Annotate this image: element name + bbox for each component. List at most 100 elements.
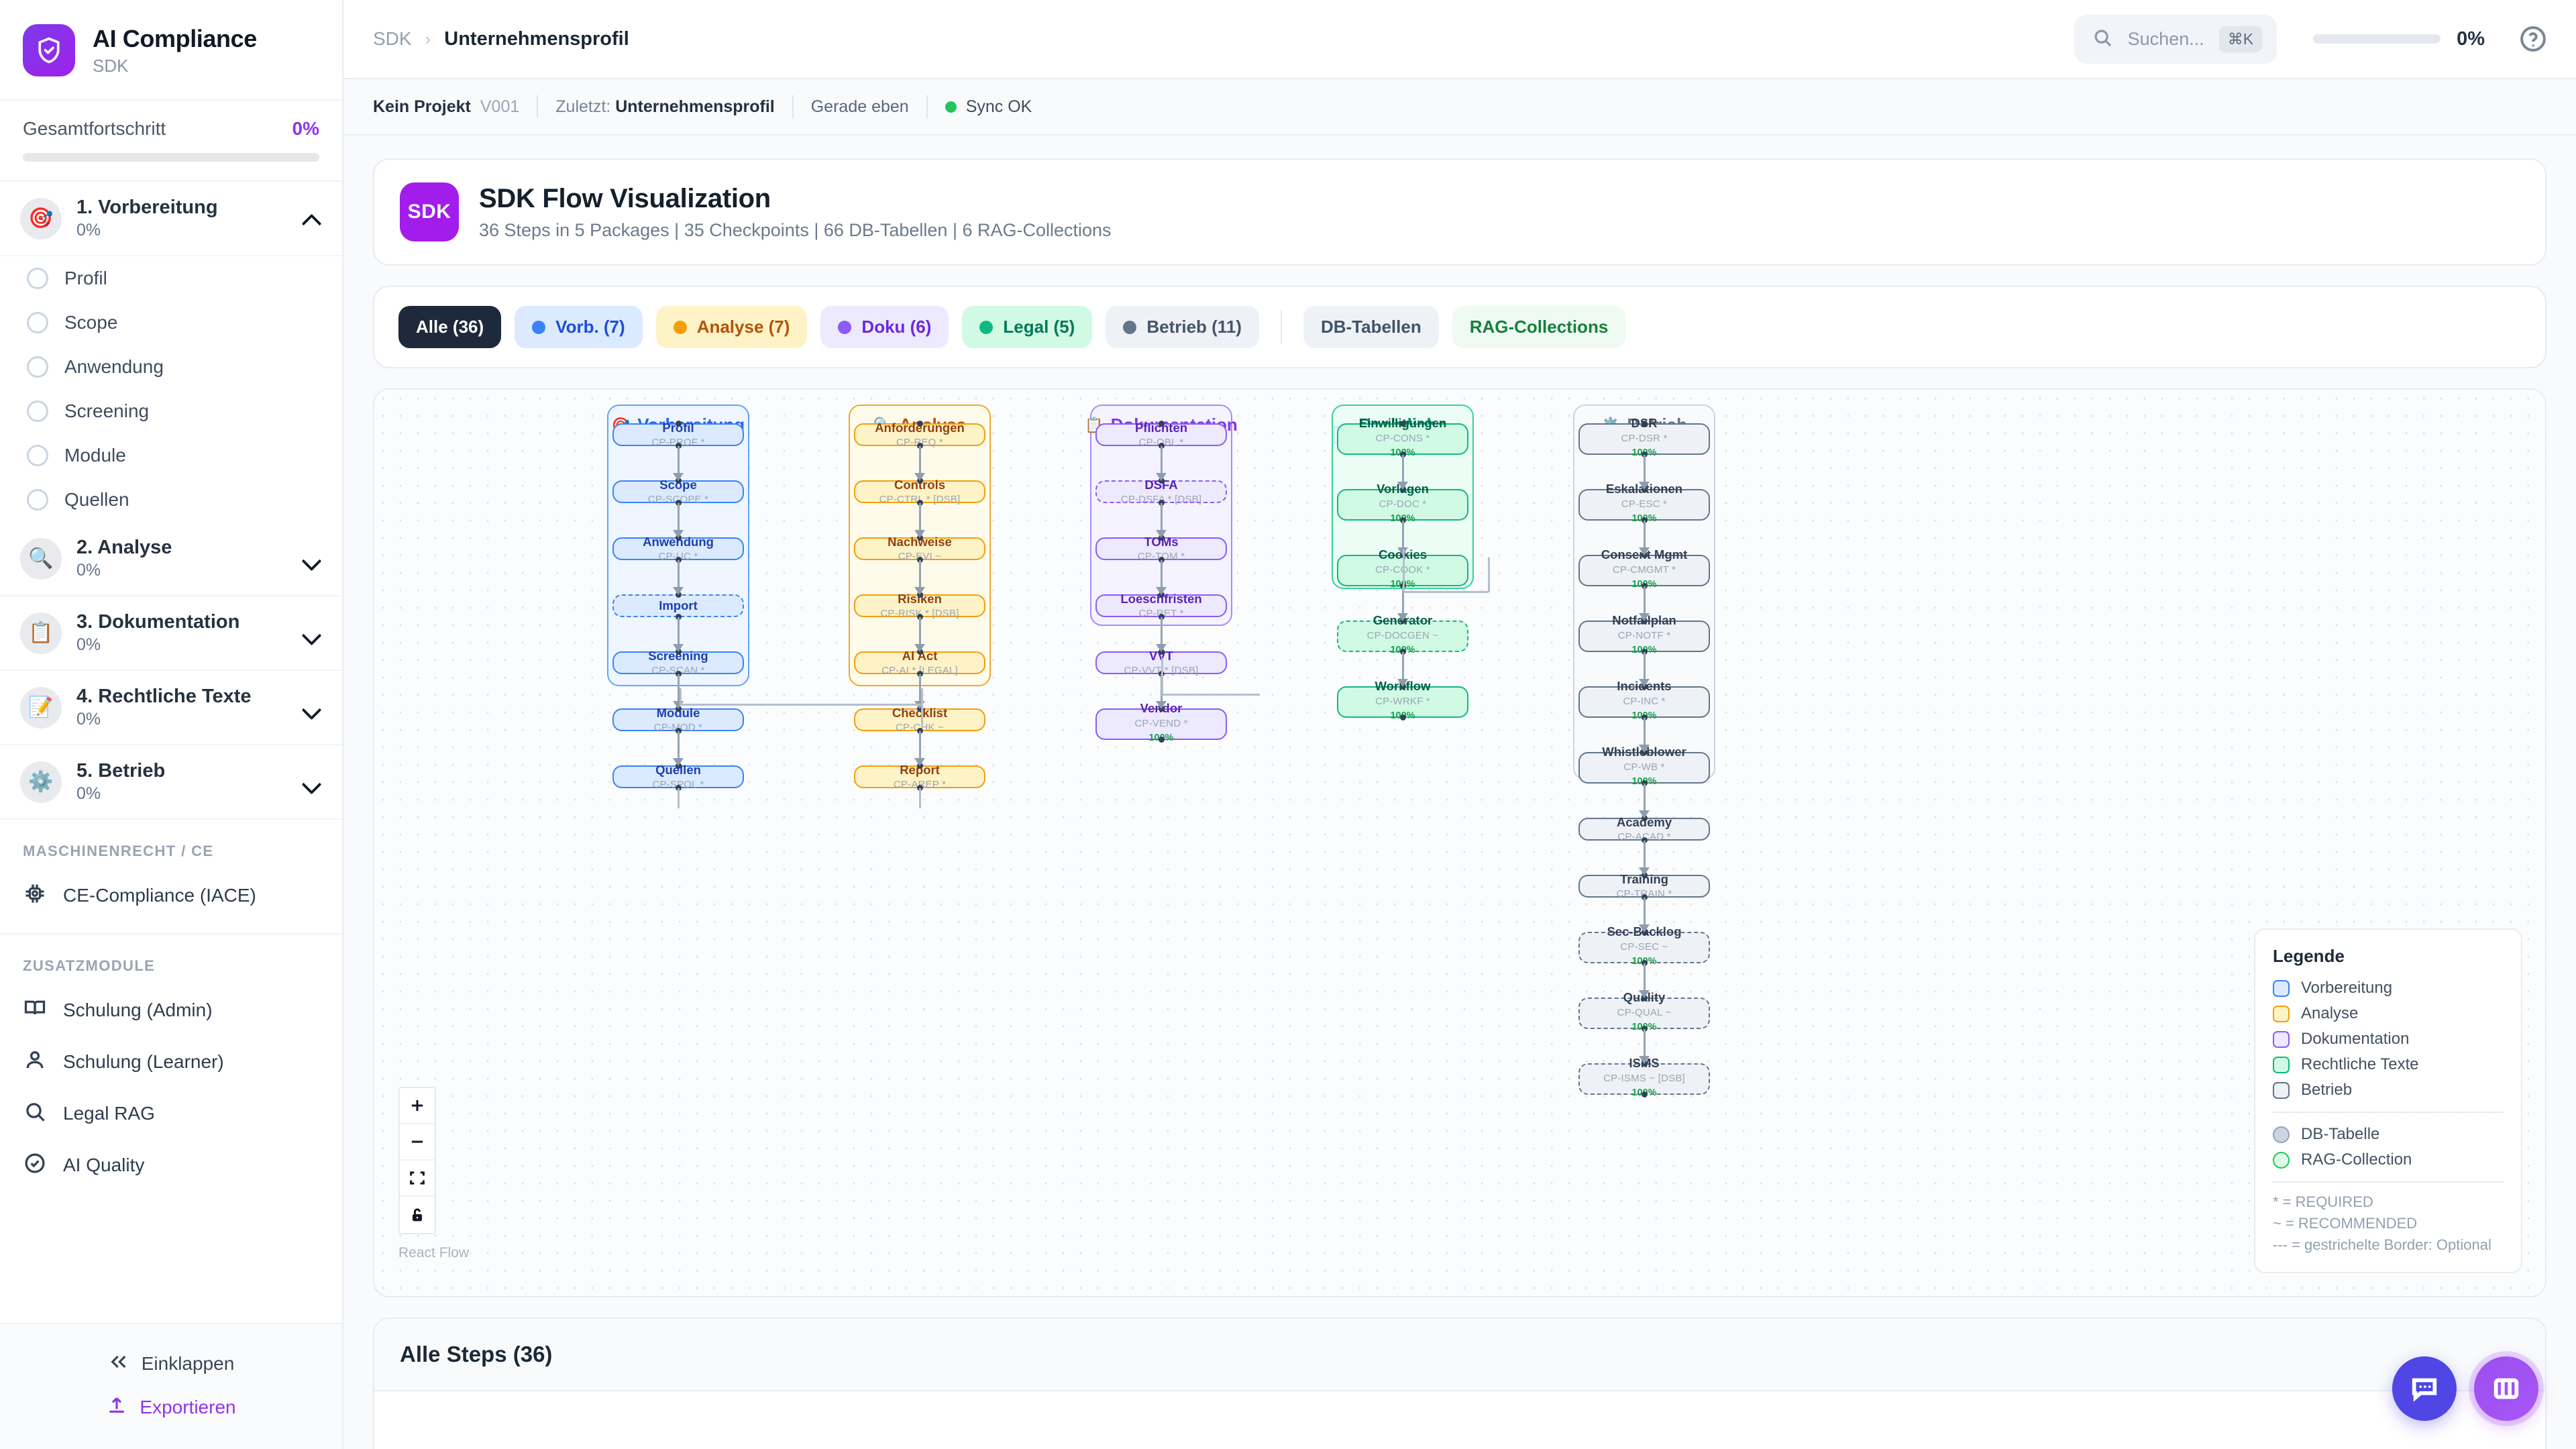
node-handle-bottom (1399, 714, 1406, 720)
flow-node-sec-backlog[interactable]: Sec-BacklogCP-SEC ~100% (1578, 924, 1710, 967)
sidebar-item-screening[interactable]: Screening (0, 389, 342, 433)
clipboard-icon: 📋 (20, 612, 62, 654)
flow-edge-arrow (914, 644, 925, 652)
filter-chip-extra-1[interactable]: RAG-Collections (1452, 306, 1626, 348)
chevron-up-icon[interactable] (302, 213, 322, 225)
sidebar-item-anwendung[interactable]: Anwendung (0, 345, 342, 389)
flow-edge-arrow (1639, 1056, 1650, 1064)
node-code: CP-CMGMT * (1612, 564, 1676, 576)
node-handle-bottom (916, 500, 923, 506)
export-button[interactable]: Exportieren (0, 1385, 342, 1429)
flow-edge-arrow (1639, 867, 1650, 875)
flow-node-generator[interactable]: GeneratorCP-DOCGEN ~100% (1337, 613, 1468, 655)
sidebar-item-profil[interactable]: Profil (0, 256, 342, 301)
sidebar-item-quellen[interactable]: Quellen (0, 478, 342, 522)
sidebar-phase-rechtliche-texte[interactable]: 📝 4. Rechtliche Texte 0% (0, 671, 342, 745)
sidebar-item-label: Screening (64, 400, 150, 421)
flow-node-isms[interactable]: ISMSCP-ISMS ~ [DSB]100% (1578, 1056, 1710, 1098)
flow-edge (677, 674, 680, 702)
legend-note-1: ~ = RECOMMENDED (2273, 1215, 2418, 1232)
filter-chip-5[interactable]: Betrieb (11) (1106, 306, 1259, 348)
sidebar-item-schulung-learner[interactable]: Schulung (Learner) (0, 1036, 342, 1087)
search-placeholder: Suchen... (2127, 28, 2204, 49)
phase-percent: 0% (76, 221, 101, 239)
chevron-down-icon[interactable] (302, 776, 322, 788)
node-code: CP-SEC ~ (1620, 941, 1668, 953)
flow-node-whistleblower[interactable]: WhistleblowerCP-WB *100% (1578, 745, 1710, 787)
flow-edge (677, 617, 680, 645)
node-title: Report (900, 762, 940, 777)
chevron-down-icon[interactable] (302, 627, 322, 639)
search-icon (23, 1099, 47, 1127)
filter-chip-extra-0[interactable]: DB-Tabellen (1303, 306, 1439, 348)
chevron-down-icon[interactable] (302, 702, 322, 714)
flow-node-einwilligungen[interactable]: EinwilligungenCP-CONS *100% (1337, 416, 1468, 458)
flow-edge-arrow (1639, 810, 1650, 818)
flow-node-quality[interactable]: QualityCP-QUAL ~100% (1578, 990, 1710, 1032)
help-circle-icon[interactable] (2518, 24, 2548, 54)
flow-node-incidents[interactable]: IncidentsCP-INC *100% (1578, 679, 1710, 721)
sidebar-phase-vorbereitung[interactable]: 🎯 1. Vorbereitung 0% (0, 182, 342, 256)
sidebar-phase-betrieb[interactable]: ⚙️ 5. Betrieb 0% (0, 745, 342, 820)
zoom-out-button[interactable] (400, 1124, 435, 1161)
fit-view-icon[interactable] (400, 1161, 435, 1197)
flow-edge-arrow (1639, 924, 1650, 932)
sync-label: Sync OK (965, 97, 1032, 116)
node-handle-bottom (1158, 443, 1165, 449)
chevrons-left-icon (108, 1351, 129, 1376)
flow-node-vorlagen[interactable]: VorlagenCP-DOC *100% (1337, 482, 1468, 524)
node-title: Profil (662, 420, 694, 435)
node-handle-bottom (1641, 1091, 1648, 1097)
filter-chip-1[interactable]: Vorb. (7) (515, 306, 643, 348)
node-code: CP-TRAIN * (1616, 888, 1672, 900)
flow-node-workflow[interactable]: WorkflowCP-WRKF *100% (1337, 679, 1468, 721)
chevron-down-icon[interactable] (302, 553, 322, 565)
lock-icon[interactable] (400, 1197, 435, 1233)
legend-swatch-icon (2273, 1030, 2290, 1048)
node-handle-bottom (916, 557, 923, 563)
sidebar-item-label: CE-Compliance (IACE) (63, 884, 256, 906)
phase-title: 4. Rechtliche Texte (76, 686, 252, 707)
divider (2273, 1112, 2504, 1113)
node-title: Training (1620, 871, 1668, 886)
breadcrumb-root[interactable]: SDK (373, 28, 412, 49)
columns-icon[interactable] (2474, 1356, 2538, 1421)
filter-chip-4[interactable]: Legal (5) (962, 306, 1093, 348)
collapse-sidebar-button[interactable]: Einklappen (0, 1342, 342, 1385)
sidebar-item-module[interactable]: Module (0, 433, 342, 478)
zoom-in-button[interactable] (400, 1088, 435, 1124)
sidebar-item-legal-rag[interactable]: Legal RAG (0, 1087, 342, 1139)
search-input[interactable]: Suchen... ⌘K (2074, 14, 2277, 64)
sidebar-item-scope[interactable]: Scope (0, 301, 342, 345)
sidebar-item-schulung-admin[interactable]: Schulung (Admin) (0, 984, 342, 1036)
filter-chip-3[interactable]: Doku (6) (820, 306, 949, 348)
flow-node-vendor[interactable]: VendorCP-VEND *100% (1095, 701, 1227, 743)
node-code: CP-UC * (658, 551, 698, 563)
sidebar-item-ce-compliance[interactable]: CE-Compliance (IACE) (0, 869, 342, 921)
brand-header[interactable]: AI Compliance SDK (0, 0, 342, 101)
flow-node-eskalationen[interactable]: EskalationenCP-ESC *100% (1578, 482, 1710, 524)
chat-bubble-icon[interactable] (2392, 1356, 2457, 1421)
node-code: CP-SPOL * (652, 779, 704, 791)
flow-node-notfallplan[interactable]: NotfallplanCP-NOTF *100% (1578, 613, 1710, 655)
sidebar-phase-dokumentation[interactable]: 📋 3. Dokumentation 0% (0, 596, 342, 671)
sidebar-phase-analyse[interactable]: 🔍 2. Analyse 0% (0, 522, 342, 596)
filter-chip-0[interactable]: Alle (36) (398, 306, 502, 348)
sidebar-item-ai-quality[interactable]: AI Quality (0, 1139, 342, 1191)
flow-edge (1401, 652, 1404, 680)
legend-title: Legende (2273, 946, 2345, 966)
flow-edge-arrow (1397, 679, 1408, 687)
flow-node-dsr[interactable]: DSRCP-DSR *100% (1578, 416, 1710, 458)
filter-chip-2[interactable]: Analyse (7) (655, 306, 808, 348)
